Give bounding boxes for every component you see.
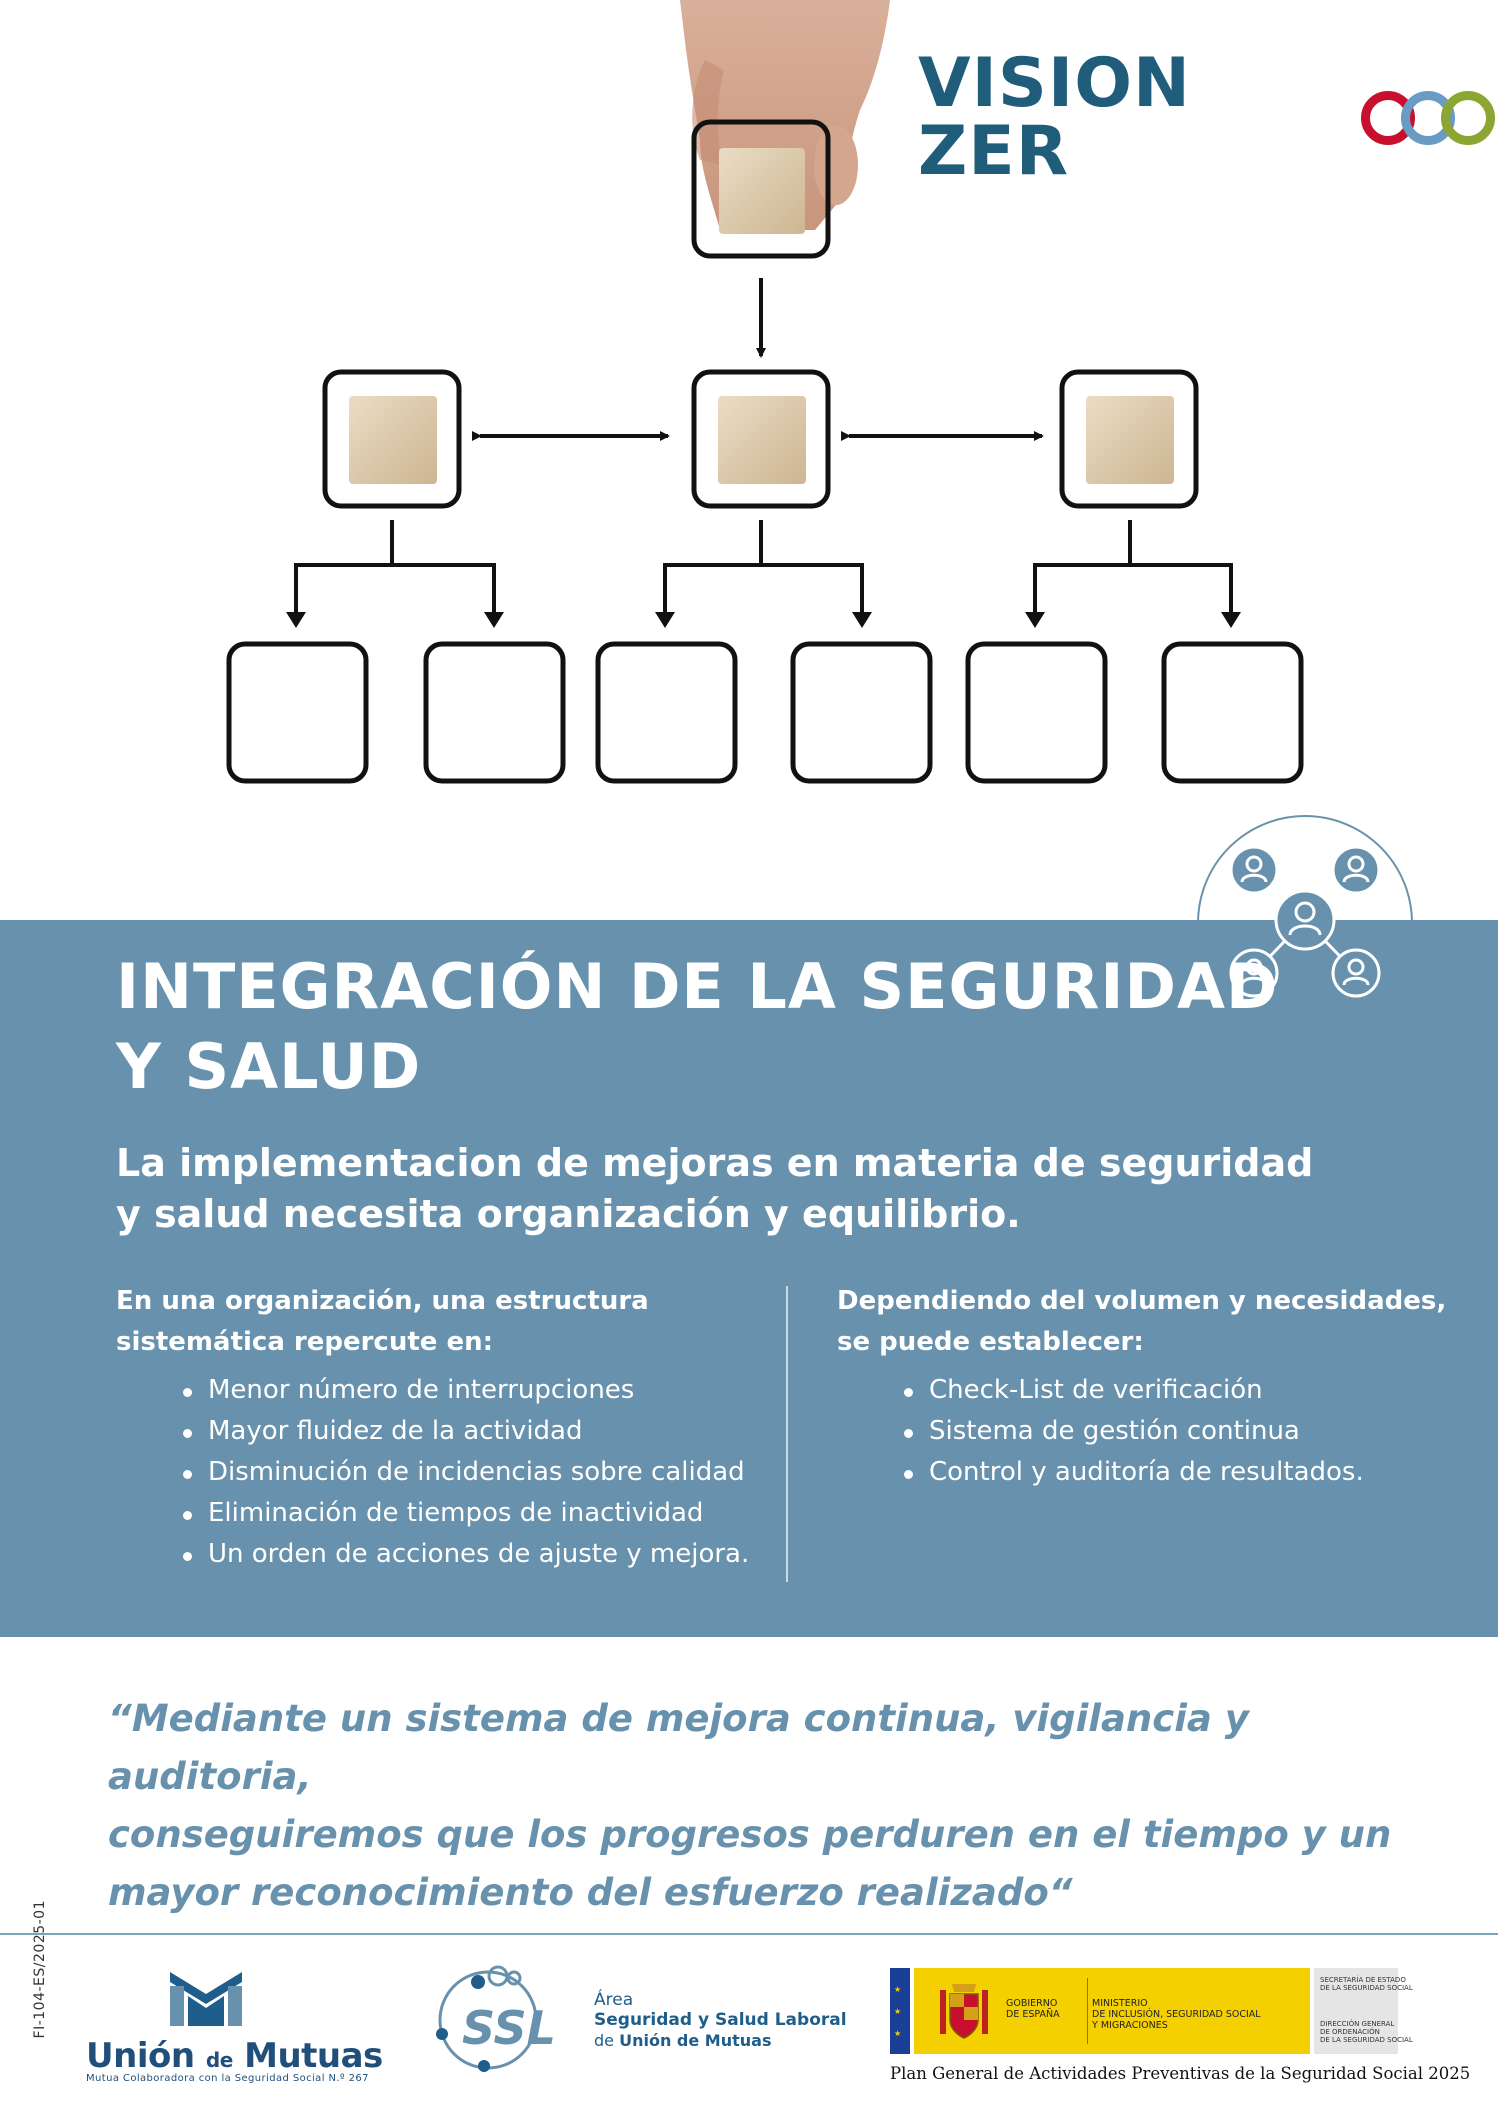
gobierno-yellow-block bbox=[914, 1968, 1310, 2054]
quote-line1: “Mediante un sistema de mejora continua,… bbox=[108, 1697, 1249, 1798]
column-divider bbox=[786, 1286, 788, 1582]
top-box bbox=[691, 119, 831, 259]
ssl-subtitle: de Unión de Mutuas bbox=[594, 2031, 772, 2050]
vision-zero-logo: VISION ZER bbox=[918, 50, 1498, 186]
ring-green bbox=[1440, 91, 1495, 145]
page-subtitle: La implementacion de mejoras en materia … bbox=[116, 1141, 1314, 1237]
vision-zero-text: VISION ZER bbox=[918, 44, 1191, 191]
document-code: FI-104-ES/2025-01 bbox=[32, 1900, 52, 2038]
ssl-title: Seguridad y Salud Laboral bbox=[594, 2010, 847, 2030]
eu-flag-strip: ★ ★ ★ bbox=[890, 1968, 910, 2054]
list-item: Eliminación de tiempos de inactividad bbox=[182, 1493, 749, 1534]
list-item: Control y auditoría de resultados. bbox=[904, 1452, 1364, 1493]
org-chart-illustration bbox=[226, 0, 1304, 784]
list-item: Menor número de interrupciones bbox=[182, 1370, 749, 1411]
union-de-mutuas-logo: Unión de Mutuas Mutua Colaboradora con l… bbox=[86, 1962, 383, 2084]
secretaria-block bbox=[1314, 1968, 1398, 2054]
info-band bbox=[0, 920, 1498, 1637]
closing-quote: “Mediante un sistema de mejora continua,… bbox=[108, 1690, 1408, 1922]
quote-line2: conseguiremos que los progresos perduren… bbox=[108, 1813, 1392, 1856]
spain-coat-of-arms-icon bbox=[940, 1984, 988, 2039]
page-title-line1: INTEGRACIÓN DE LA SEGURIDAD bbox=[116, 950, 1279, 1023]
right-column-intro: Dependiendo del volumen y necesidades, s… bbox=[837, 1281, 1497, 1363]
network-people-icon bbox=[1197, 815, 1413, 1031]
union-de-mutuas-mark bbox=[170, 1972, 242, 2026]
page-title-line2: Y SALUD bbox=[116, 1030, 422, 1103]
document-code-text: FI-104-ES/2025-01 bbox=[32, 1900, 48, 2039]
ssl-area-logo: SSL Área Seguridad y Salud Laboral de Un… bbox=[428, 1964, 847, 2084]
union-de-mutuas-name: Unión de Mutuas bbox=[86, 2036, 383, 2076]
left-intro-line1: En una organización, una estructura bbox=[116, 1286, 649, 1316]
list-item: Un orden de acciones de ajuste y mejora. bbox=[182, 1534, 749, 1575]
left-bullet-list: Menor número de interrupciones Mayor flu… bbox=[182, 1370, 749, 1575]
quote-line3: mayor reconocimiento del esfuerzo realiz… bbox=[108, 1871, 1073, 1914]
wood-block bbox=[719, 148, 805, 234]
ssl-area-label: Área bbox=[594, 1990, 634, 2010]
plan-caption: Plan General de Actividades Preventivas … bbox=[890, 2064, 1471, 2083]
footer-divider bbox=[0, 1933, 1498, 1935]
ssl-mark: SSL bbox=[436, 1965, 556, 2072]
left-intro-line2: sistemática repercute en: bbox=[116, 1327, 494, 1357]
vision-zero-rings bbox=[1360, 87, 1498, 149]
gobierno-separator bbox=[1087, 1978, 1088, 2044]
middle-row bbox=[322, 369, 1199, 509]
ssl-acronym: SSL bbox=[462, 2001, 556, 2055]
bottom-row bbox=[226, 641, 1304, 784]
right-bullet-list: Check-List de verificación Sistema de ge… bbox=[904, 1370, 1364, 1493]
list-item: Disminución de incidencias sobre calidad bbox=[182, 1452, 749, 1493]
list-item: Sistema de gestión continua bbox=[904, 1411, 1364, 1452]
list-item: Mayor fluidez de la actividad bbox=[182, 1411, 749, 1452]
list-item: Check-List de verificación bbox=[904, 1370, 1364, 1411]
hero-illustration: VISION ZER bbox=[0, 0, 1498, 920]
right-intro-line2: se puede establecer: bbox=[837, 1327, 1144, 1357]
union-de-mutuas-tagline: Mutua Colaboradora con la Seguridad Soci… bbox=[86, 2073, 369, 2084]
right-intro-line1: Dependiendo del volumen y necesidades, bbox=[837, 1286, 1447, 1316]
left-column-intro: En una organización, una estructura sist… bbox=[116, 1281, 776, 1363]
